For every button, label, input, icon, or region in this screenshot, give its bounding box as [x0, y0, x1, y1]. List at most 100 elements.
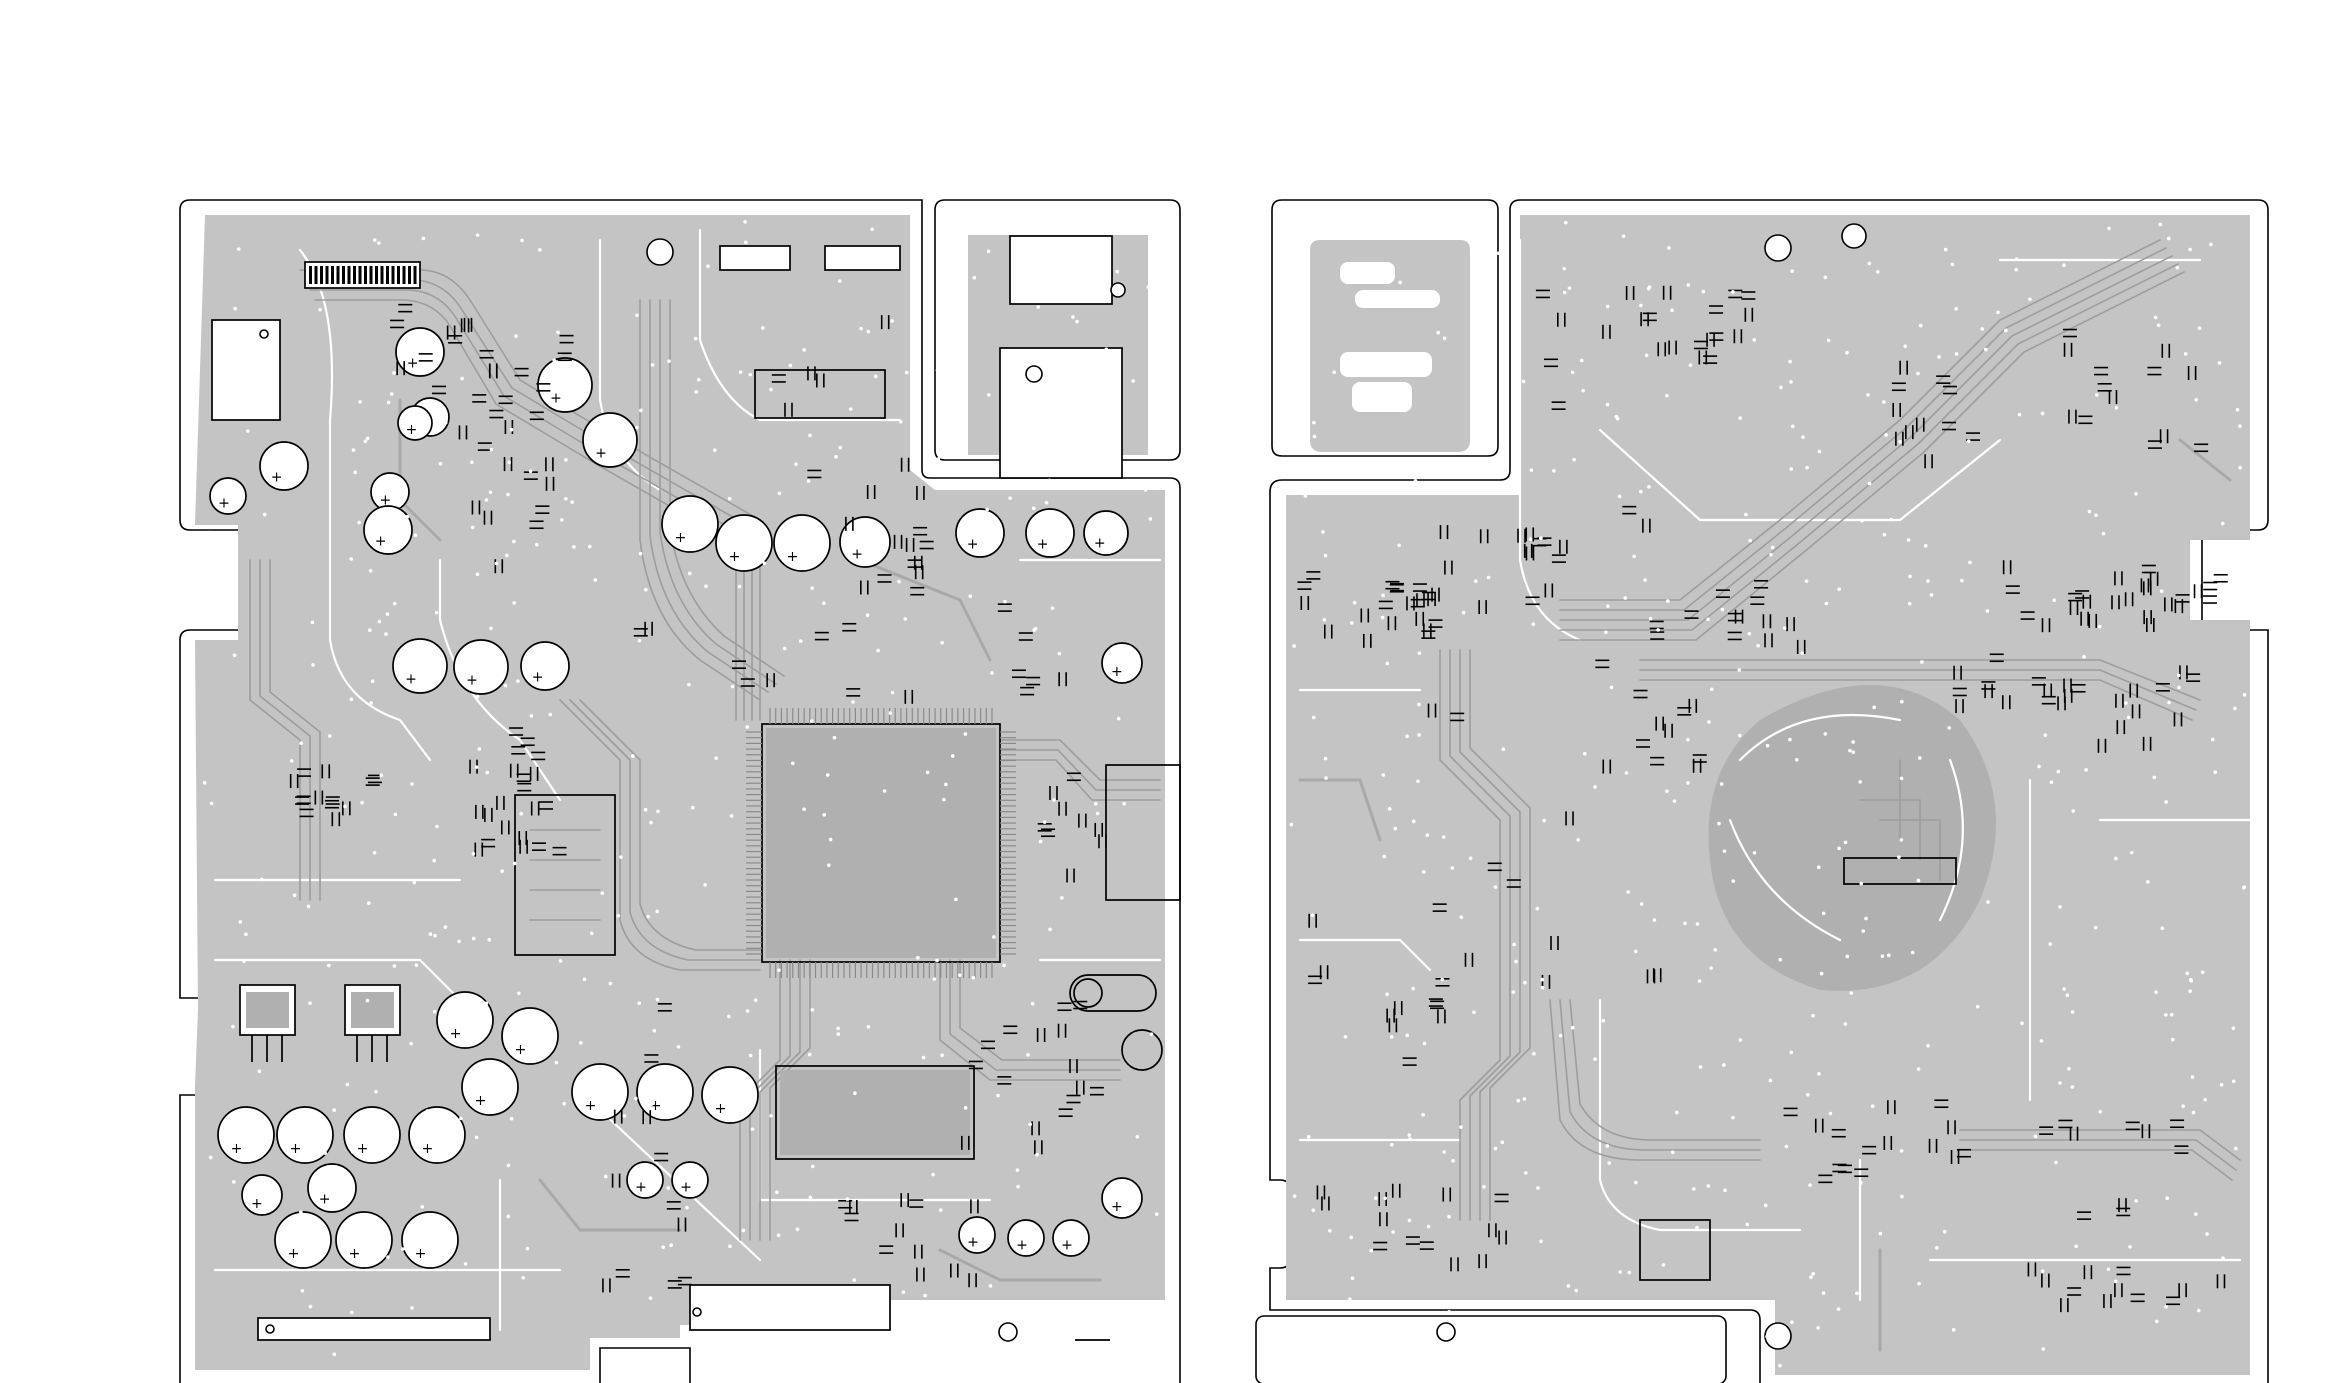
via [228, 1150, 232, 1154]
via [1521, 379, 1526, 384]
via [1996, 310, 2000, 315]
via [1482, 1184, 1486, 1189]
via [1459, 915, 1464, 920]
via [1942, 1229, 1947, 1234]
via [1795, 757, 1799, 762]
via [865, 613, 870, 618]
via [687, 571, 692, 576]
via [748, 372, 753, 377]
via [401, 1247, 405, 1251]
via [379, 773, 384, 778]
via [202, 781, 207, 785]
via [535, 652, 540, 656]
via [1817, 449, 1822, 454]
right-bottom-strip [1255, 1315, 1727, 1383]
via [964, 1236, 968, 1241]
capacitor-polarity-mark: + [251, 1196, 263, 1212]
via [845, 1197, 850, 1201]
right-clearance-gaps [1298, 238, 2252, 1302]
via [351, 448, 356, 452]
via [257, 1069, 262, 1074]
via [1148, 517, 1153, 521]
capacitor-polarity-mark: + [675, 530, 687, 546]
via [2169, 1012, 2174, 1017]
via [2217, 361, 2222, 365]
via [1986, 900, 1990, 904]
via [1670, 1150, 1675, 1155]
via [366, 901, 371, 905]
via [1672, 1302, 1677, 1306]
via [1707, 720, 1711, 724]
via [1075, 319, 1079, 324]
via [2205, 1232, 2209, 1236]
via [729, 814, 734, 818]
via [1114, 383, 1118, 388]
via [1566, 1284, 1571, 1288]
via [1859, 1181, 1863, 1185]
via [616, 913, 621, 918]
capacitor-polarity-mark: + [290, 1141, 302, 1157]
via [517, 991, 521, 996]
via [753, 998, 758, 1002]
capacitor-polarity-mark: + [450, 1026, 462, 1042]
via [311, 663, 315, 667]
via [727, 1014, 731, 1019]
via [1385, 992, 1389, 997]
left-main-ic [746, 708, 1016, 978]
via [2114, 405, 2119, 410]
via [838, 445, 843, 450]
via [603, 1174, 608, 1179]
connector-pin [369, 266, 373, 284]
via [2185, 971, 2190, 976]
via [685, 1102, 690, 1107]
via [474, 1135, 479, 1140]
via [1605, 1144, 1610, 1148]
via [1442, 1150, 1446, 1154]
via [676, 1045, 681, 1049]
via [564, 458, 568, 462]
via [1149, 1032, 1154, 1036]
via [385, 612, 390, 616]
via [386, 1255, 390, 1260]
via [1701, 289, 1706, 294]
connector-pin [402, 266, 406, 284]
via [1098, 248, 1102, 253]
via [1800, 651, 1805, 655]
via [1116, 657, 1120, 661]
via [904, 370, 909, 375]
via [323, 1151, 327, 1155]
via [2158, 222, 2163, 227]
via [1639, 303, 1643, 308]
via [1416, 779, 1420, 784]
via [459, 1116, 463, 1121]
right-connector-pads [1340, 262, 1440, 412]
via [1417, 733, 1421, 737]
via [1845, 954, 1850, 959]
via [1661, 1263, 1666, 1267]
via [512, 539, 516, 544]
via [1328, 1228, 1332, 1233]
via [259, 376, 263, 380]
connector-pin [386, 266, 389, 284]
via [582, 977, 587, 982]
via [784, 1288, 789, 1293]
via [897, 579, 901, 584]
left-electrolytic-capacitors: ++++++++++++++++++++++++++++++++++++++++… [209, 327, 1143, 1269]
capacitor-polarity-mark: + [271, 470, 283, 486]
via [232, 653, 237, 658]
via [2165, 1196, 2169, 1201]
via [834, 455, 838, 459]
via [412, 880, 417, 885]
via [748, 1053, 753, 1058]
via [876, 648, 880, 653]
via [1639, 489, 1643, 494]
via [1738, 416, 1742, 421]
via [318, 307, 322, 312]
via [1722, 849, 1727, 853]
via [1647, 485, 1651, 489]
via [1552, 469, 1556, 473]
via [1500, 1140, 1505, 1145]
via [1528, 537, 1533, 541]
via [1765, 1334, 1769, 1339]
via [1349, 1235, 1354, 1240]
